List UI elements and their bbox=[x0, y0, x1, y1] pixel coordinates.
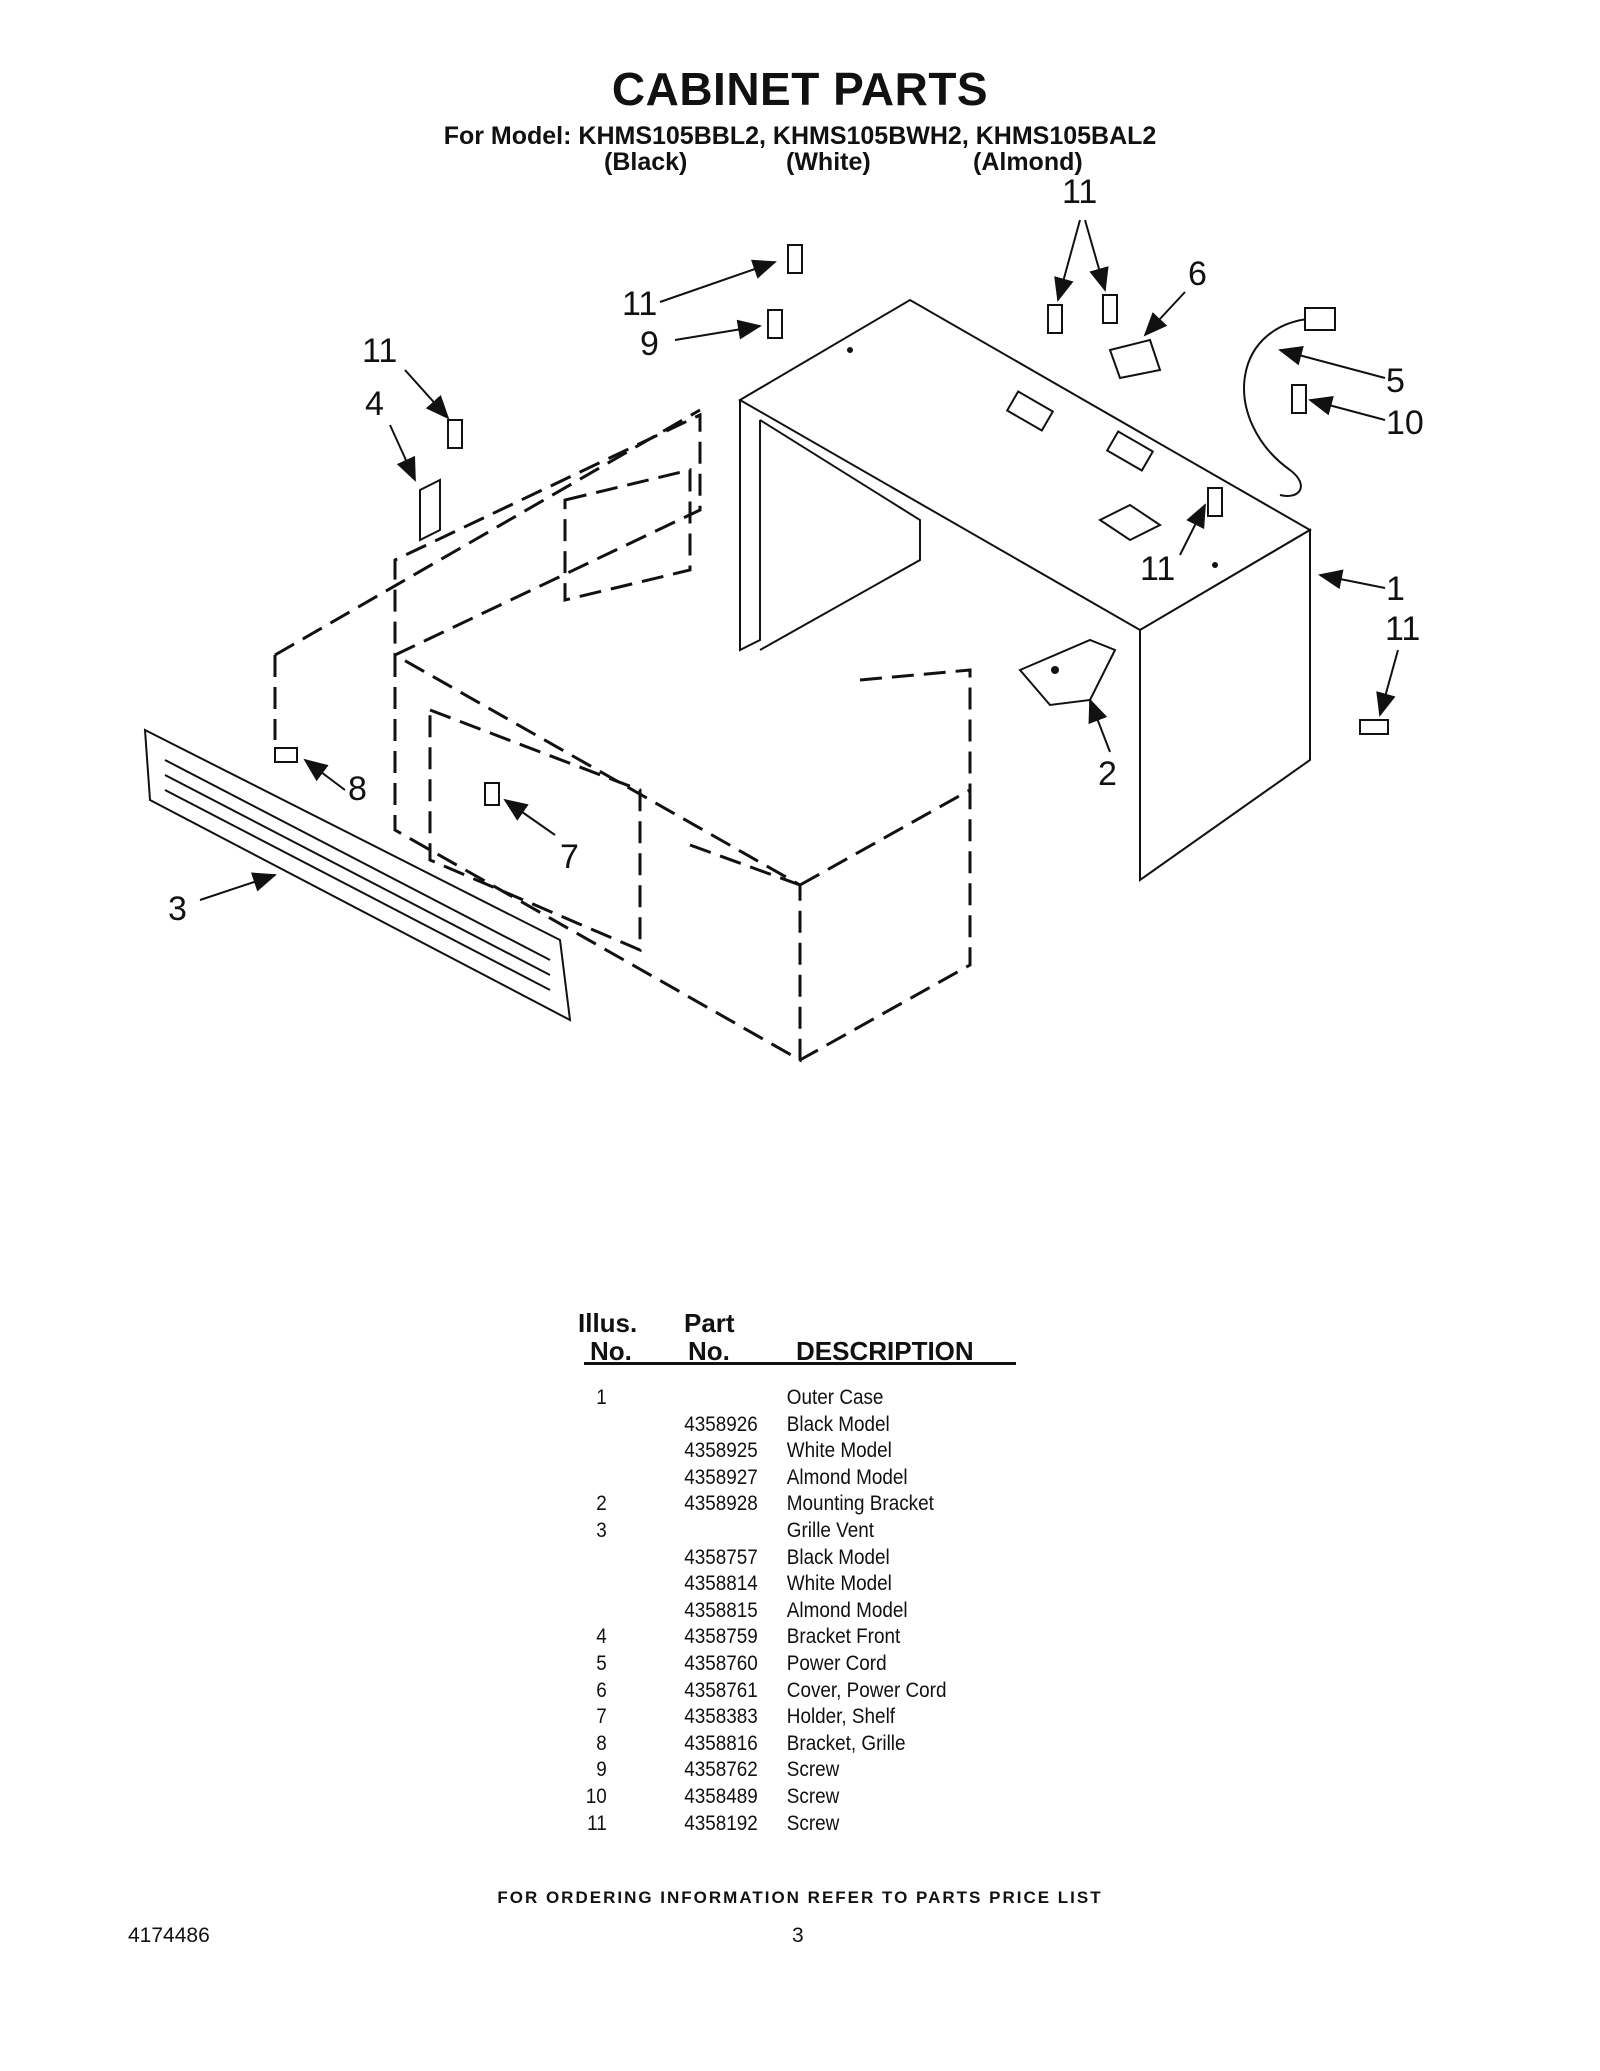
exploded-parts-diagram: 11 11 9 6 5 10 11 4 11 1 11 2 8 7 3 bbox=[143, 173, 1424, 1063]
callout-label: 2 bbox=[1098, 755, 1117, 793]
column-header-illus-no: No. bbox=[590, 1336, 632, 1366]
callout-label: 11 bbox=[1062, 173, 1097, 211]
callout-label: 10 bbox=[1386, 404, 1424, 442]
document-number: 4174486 bbox=[128, 1924, 210, 1947]
page-title: CABINET PARTS bbox=[611, 63, 989, 115]
bracket-grille bbox=[274, 747, 298, 763]
callout-label: 4 bbox=[365, 385, 384, 423]
holder-shelf bbox=[484, 782, 500, 806]
callout-arrows bbox=[199, 219, 1399, 901]
outer-case bbox=[738, 298, 1312, 882]
callout-label: 5 bbox=[1386, 362, 1405, 400]
variant-almond: (Almond) bbox=[973, 148, 1083, 176]
grille-vent bbox=[143, 728, 572, 1022]
callout-label: 6 bbox=[1188, 255, 1207, 293]
page-number: 3 bbox=[792, 1924, 804, 1947]
callout-label: 11 bbox=[1385, 610, 1420, 648]
callout-label: 11 bbox=[1140, 550, 1175, 588]
column-header-description: DESCRIPTION bbox=[796, 1336, 974, 1366]
screw-icon bbox=[447, 244, 1389, 735]
variant-black: (Black) bbox=[604, 148, 688, 176]
model-line: For Model: KHMS105BBL2, KHMS105BWH2, KHM… bbox=[443, 122, 1157, 150]
power-cord bbox=[1243, 307, 1336, 497]
callout-label: 9 bbox=[640, 325, 659, 363]
callout-label: 7 bbox=[560, 838, 579, 876]
cover-power-cord bbox=[1108, 338, 1162, 380]
callout-label: 11 bbox=[622, 285, 657, 323]
inner-cavity bbox=[273, 408, 972, 1063]
ordering-note: FOR ORDERING INFORMATION REFER TO PARTS … bbox=[497, 1888, 1103, 1907]
column-header-part-no: No. bbox=[688, 1336, 730, 1366]
column-header-illus: Illus. bbox=[578, 1308, 638, 1338]
column-header-part: Part bbox=[684, 1308, 735, 1338]
mounting-bracket bbox=[1018, 638, 1117, 707]
header-rule bbox=[584, 1362, 1016, 1365]
callout-label: 3 bbox=[168, 890, 187, 928]
callout-label: 11 bbox=[362, 332, 397, 370]
callout-label: 8 bbox=[348, 770, 367, 808]
bracket-front bbox=[419, 478, 441, 542]
variant-white: (White) bbox=[786, 148, 871, 176]
callout-label: 1 bbox=[1386, 570, 1405, 608]
